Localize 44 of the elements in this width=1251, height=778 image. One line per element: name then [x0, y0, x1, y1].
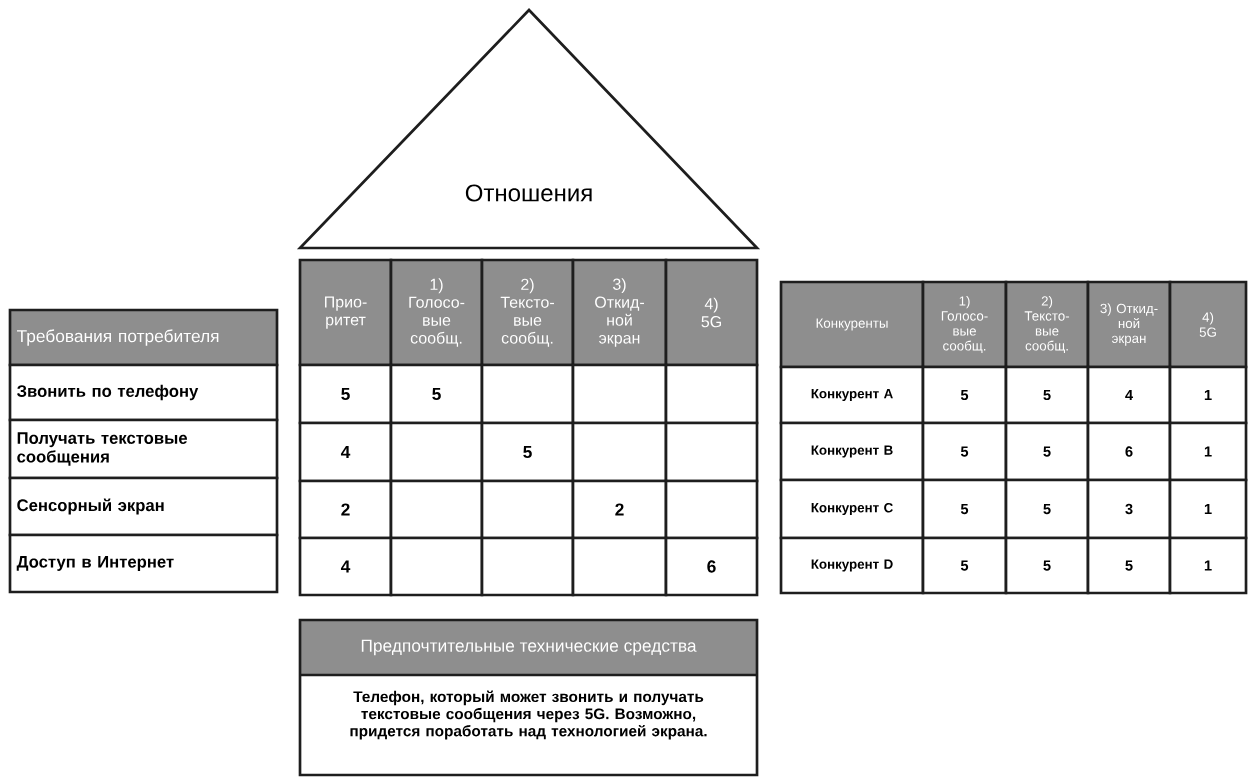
header-cell: 3) Откид- ной экран	[1086, 280, 1172, 369]
header-cell: Конкуренты	[779, 280, 925, 369]
table-cell: 5	[298, 363, 393, 425]
table-cell: 4	[1086, 365, 1172, 425]
table-cell: 4	[298, 421, 393, 483]
table-cell: Конкурент C	[779, 478, 925, 540]
table-cell: Конкурент D	[779, 536, 925, 595]
table-cell: 5	[389, 363, 484, 425]
table-cell: Конкурент B	[779, 421, 925, 482]
table-cell: Получать текстовые сообщения	[8, 418, 279, 480]
table-cell: 5	[921, 365, 1008, 425]
header-cell: Требования потребителя	[8, 308, 279, 367]
info-box: Предпочтительные технические средства Телефон, который может звонить и получать текстовые сообщения через 5G. Возможно, придется поработать над технологией экрана.	[298, 618, 759, 777]
table-cell: 5	[921, 478, 1008, 540]
table-cell: 1	[1168, 421, 1248, 482]
table-cell: Конкурент A	[779, 365, 925, 425]
table-cell: 5	[1004, 365, 1090, 425]
table-cell: 1	[1168, 365, 1248, 425]
header-cell: 3) Откид- ной экран	[571, 258, 668, 367]
table-cell: Звонить по телефону	[8, 363, 279, 422]
table-cell: 2	[298, 479, 393, 540]
table-cell: 1	[1168, 478, 1248, 540]
header-cell: 2) Тексто- вые сообщ.	[1004, 280, 1090, 369]
table-cell: 5	[1004, 421, 1090, 482]
table-cell: Сенсорный экран	[8, 476, 279, 537]
table-cell: Доступ в Интернет	[8, 533, 279, 594]
table-cell: 5	[1004, 478, 1090, 540]
header-cell: 4) 5G	[1168, 280, 1248, 369]
header-cell: Прио- ритет	[298, 258, 393, 367]
table-cell: 5	[921, 421, 1008, 482]
header-cell: 1) Голосо- вые сообщ.	[389, 258, 484, 367]
header-cell: 1) Голосо- вые сообщ.	[921, 280, 1008, 369]
table-cell: 6	[664, 536, 759, 597]
table-cell: 4	[298, 536, 393, 597]
header-cell: 2) Тексто- вые сообщ.	[480, 258, 575, 367]
table-cell: 1	[1168, 536, 1248, 595]
table-cell: 2	[571, 479, 668, 540]
header-cell: 4) 5G	[664, 258, 759, 367]
table-cell: 6	[1086, 421, 1172, 482]
table-cell: 5	[921, 536, 1008, 595]
table-cell: 5	[480, 421, 575, 483]
table-cell: 5	[1004, 536, 1090, 595]
table-cell: 3	[1086, 478, 1172, 540]
table-cell: 5	[1086, 536, 1172, 595]
